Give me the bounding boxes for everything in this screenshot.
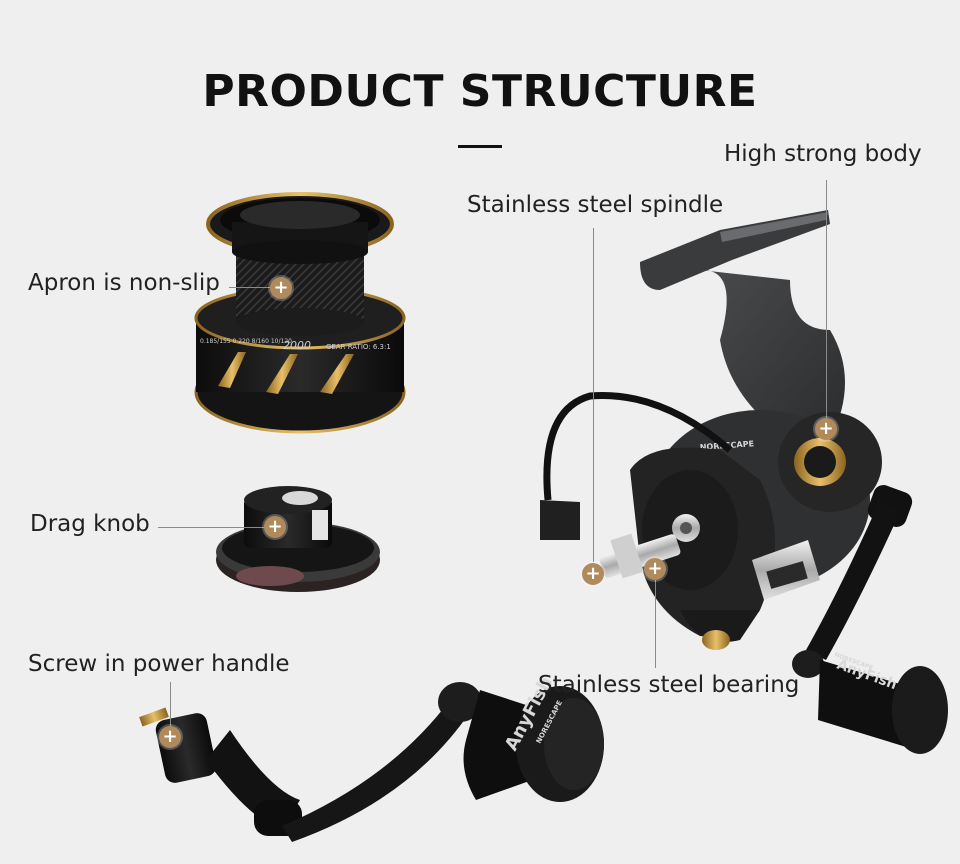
body-hotspot[interactable]: + — [815, 418, 837, 440]
drag-knob-label: Drag knob — [30, 511, 150, 537]
spool: 2000 GEAR RATIO: 6.3:1 0.185/155 0.220 8… — [194, 192, 406, 434]
spool-model-text: 2000 — [283, 339, 311, 352]
power-handle: AnyFish NORESCAPE — [139, 673, 604, 842]
body-leader-line — [826, 180, 827, 418]
bearing-label: Stainless steel bearing — [538, 672, 800, 698]
spindle-label: Stainless steel spindle — [467, 192, 724, 218]
apron-label: Apron is non-slip — [28, 270, 220, 296]
bearing-leader-line — [655, 580, 656, 668]
drag-knob — [216, 486, 380, 592]
page-title: PRODUCT STRUCTURE — [202, 66, 758, 117]
apron-hotspot[interactable]: + — [270, 277, 292, 299]
body-label: High strong body — [724, 141, 922, 167]
apron-leader-line — [229, 287, 273, 288]
handle-leader-line — [170, 682, 171, 726]
spool-gear-ratio-text: GEAR RATIO: 6.3:1 — [326, 343, 391, 351]
handle-hotspot[interactable]: + — [159, 726, 181, 748]
spindle-leader-line — [593, 228, 594, 562]
drag-knob-leader-line — [158, 527, 264, 528]
bearing-hotspot[interactable]: + — [644, 558, 666, 580]
handle-label: Screw in power handle — [28, 651, 290, 677]
assembled-reel: NORESCAPE AnyFish NORESCAPE — [540, 210, 948, 754]
spindle-hotspot[interactable]: + — [582, 563, 604, 585]
title-underline — [458, 145, 502, 148]
spool-line-capacity-text: 0.185/155 0.220 8/160 10/120 — [200, 338, 292, 345]
drag-knob-hotspot[interactable]: + — [264, 516, 286, 538]
